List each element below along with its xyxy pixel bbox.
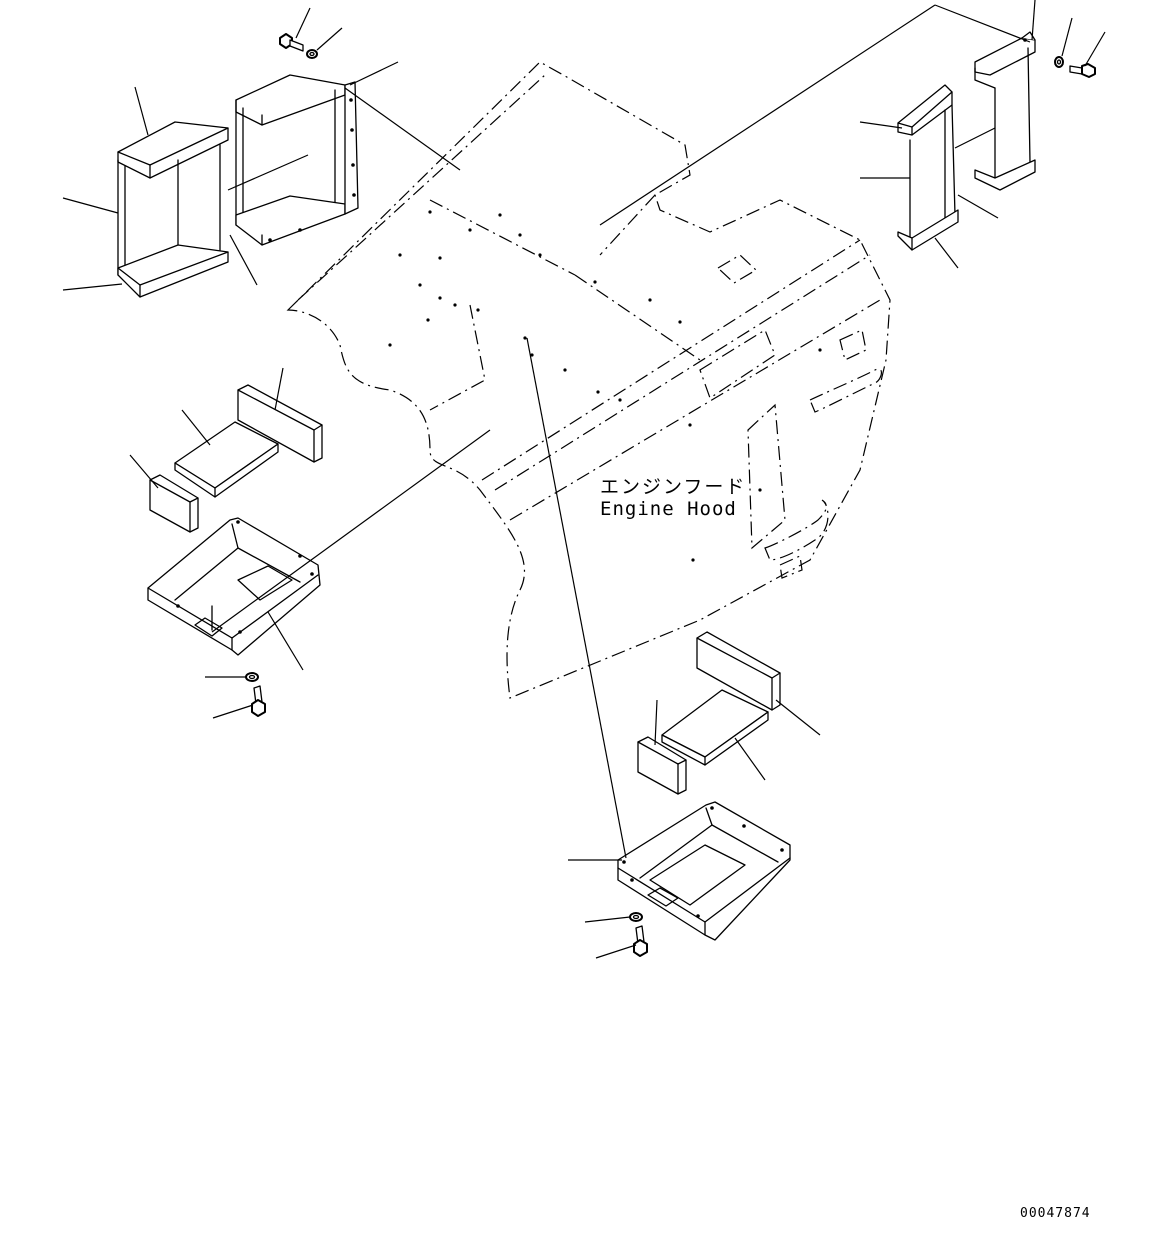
bolt-icon: [279, 33, 304, 52]
hood-mounting-holes: [388, 210, 822, 562]
insulation-pad-bottom-small: [637, 736, 687, 795]
bolt-icon: [1069, 63, 1096, 78]
leader-lines-top-left: [62, 7, 461, 291]
drawing-number: 00047874: [1020, 1206, 1091, 1221]
washer-icon: [1054, 56, 1064, 68]
bolt-icon: [633, 925, 648, 957]
bracket-top-right: [974, 31, 1036, 191]
insulation-pad-left-flat: [174, 421, 279, 498]
leader-lines-bottom: [526, 337, 821, 959]
insulation-pad-bottom-flat: [661, 689, 769, 766]
insulation-block-top-left: [117, 121, 229, 298]
insulation-pad-left-small: [149, 474, 199, 533]
leader-lines-middle-left: [129, 367, 491, 719]
leader-lines-top-right: [599, 0, 1106, 269]
insulation-pad-bottom-long: [696, 631, 781, 711]
tray-left: [147, 517, 321, 656]
engine-hood-outline: [286, 61, 891, 699]
washer-icon: [245, 672, 259, 682]
engine-hood-label-en: Engine Hood: [600, 498, 737, 520]
insulation-block-top-right: [897, 84, 959, 251]
bracket-top-left: [235, 74, 359, 246]
engine-hood-label-jp: エンジンフード: [600, 476, 747, 498]
bolt-icon: [251, 685, 266, 717]
tray-bottom: [617, 801, 791, 941]
insulation-pad-left-long: [237, 384, 323, 463]
washer-icon: [629, 912, 643, 922]
washer-icon: [306, 49, 318, 59]
